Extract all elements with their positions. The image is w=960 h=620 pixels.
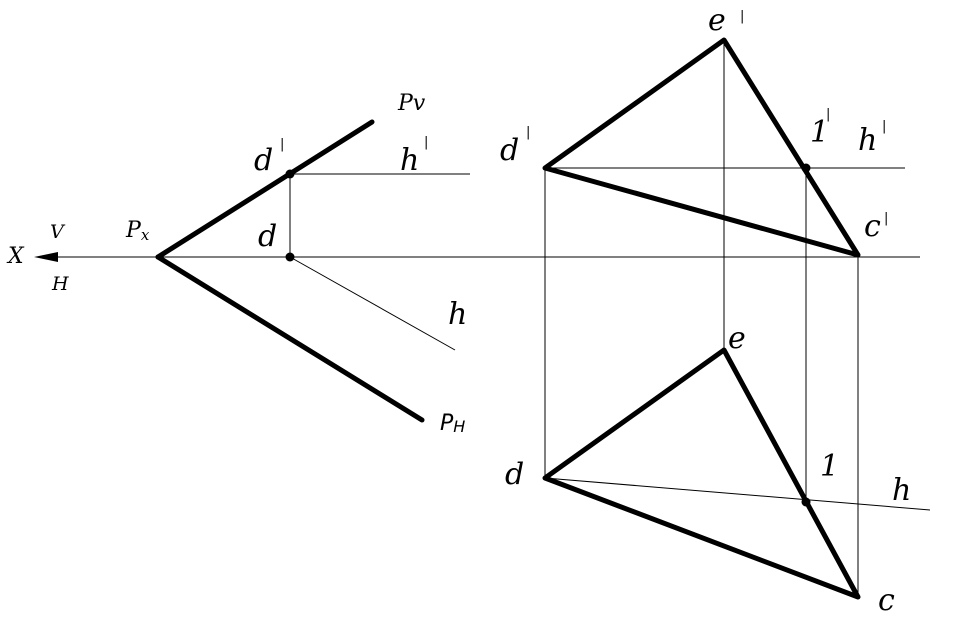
prime-1: | bbox=[826, 107, 830, 122]
point-d-prime-left bbox=[285, 169, 295, 179]
axis-arrow-icon bbox=[34, 252, 58, 262]
triangle-frontal-projection bbox=[542, 37, 861, 258]
prime-c: | bbox=[884, 211, 888, 226]
prime-h-left: | bbox=[424, 135, 428, 150]
plane-ph-label: PH bbox=[440, 411, 465, 436]
label-c-prime: c bbox=[864, 209, 881, 244]
axis-v-label: V bbox=[50, 221, 66, 243]
axis-h-label: H bbox=[51, 273, 69, 295]
prime-d: | bbox=[526, 125, 530, 140]
plane-trace-ph bbox=[155, 254, 425, 423]
label-d-left: d bbox=[258, 219, 277, 254]
axis-x-label: X bbox=[6, 244, 25, 269]
point-1 bbox=[801, 497, 811, 507]
point-d-left bbox=[285, 252, 295, 262]
label-d-prime-left: d bbox=[254, 143, 273, 178]
label-h-prime-left: h bbox=[400, 143, 419, 178]
prime-e: | bbox=[740, 9, 744, 24]
plane-px-label: Px bbox=[125, 218, 150, 244]
label-1-prime: 1 bbox=[810, 115, 829, 150]
prime-h: | bbox=[882, 119, 886, 134]
label-d-prime: d bbox=[500, 133, 519, 168]
plane-trace-pv bbox=[155, 119, 375, 260]
triangle-horizontal-projection bbox=[542, 347, 861, 600]
label-c: c bbox=[878, 583, 895, 618]
plane-pv-label: Pv bbox=[397, 91, 426, 116]
label-1: 1 bbox=[820, 449, 839, 484]
label-h-left: h bbox=[448, 297, 467, 332]
point-1-prime bbox=[801, 163, 811, 173]
prime-d-left: | bbox=[280, 137, 284, 152]
horizontal-h-line-left bbox=[289, 256, 456, 351]
horizontal-h-line bbox=[544, 477, 931, 511]
label-h: h bbox=[892, 473, 911, 508]
label-h-prime: h bbox=[858, 123, 877, 158]
label-d: d bbox=[505, 457, 524, 492]
label-e: e bbox=[728, 321, 746, 356]
label-e-prime: e bbox=[708, 3, 726, 38]
